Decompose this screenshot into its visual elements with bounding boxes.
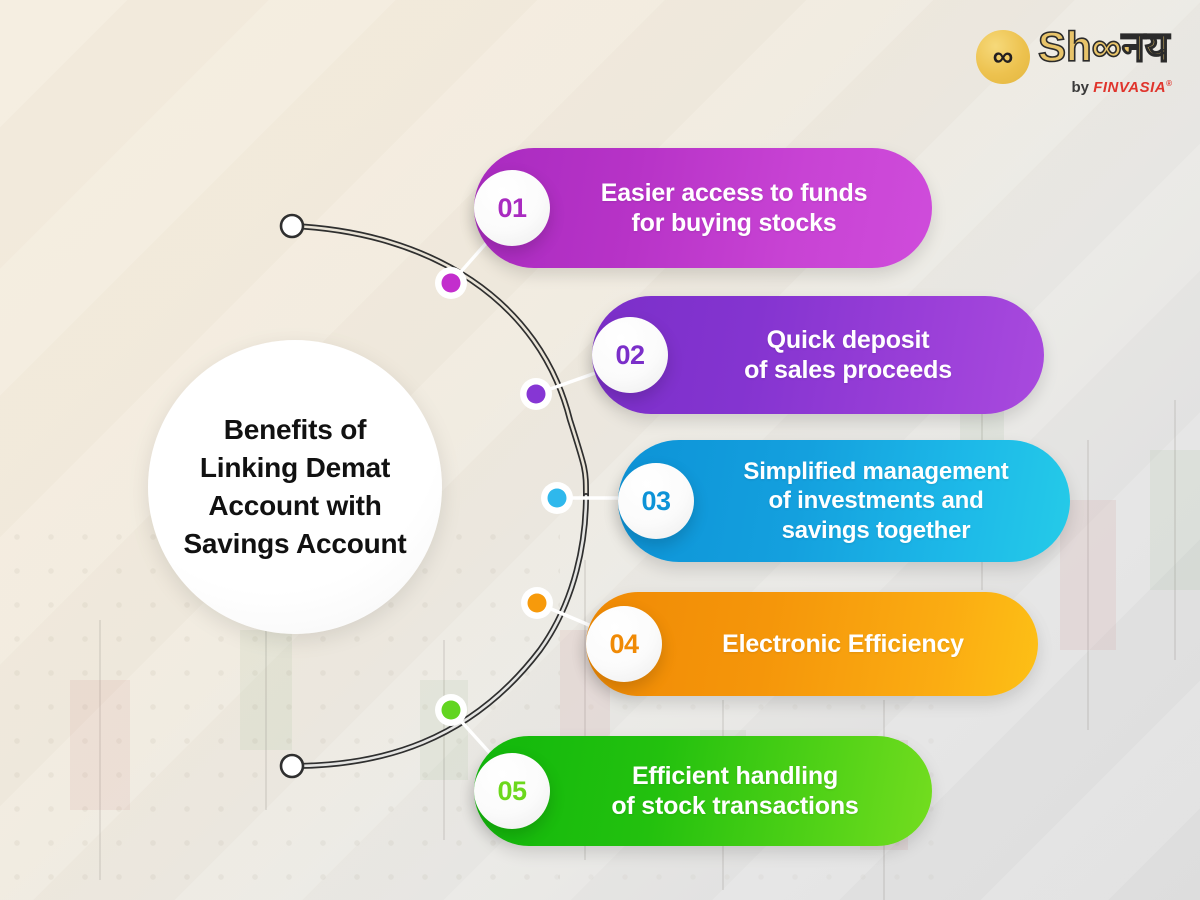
background-candlestick: [240, 580, 292, 810]
background-candlestick: [1150, 400, 1200, 660]
benefit-pill-05[interactable]: Efficient handling of stock transactions: [474, 736, 932, 846]
brand-byline: by FINVASIA®: [1072, 79, 1173, 96]
hub-inner-disc: Benefits of Linking Demat Account with S…: [148, 340, 442, 634]
registered-mark-icon: ®: [1166, 79, 1172, 88]
benefit-text-01: Easier access to funds for buying stocks: [600, 178, 868, 238]
benefit-row-04[interactable]: Electronic Efficiency 04: [586, 592, 1038, 696]
brand-logo: ∞ Sh∞नय by FINVASIA®: [960, 16, 1178, 110]
byline-prefix: by: [1071, 79, 1094, 96]
benefit-row-05[interactable]: Efficient handling of stock transactions…: [474, 736, 932, 846]
benefit-badge-02[interactable]: 02: [592, 317, 668, 393]
background-candlestick: [70, 620, 130, 880]
benefit-number-01: 01: [497, 192, 527, 223]
benefit-number-03: 03: [641, 485, 671, 516]
byline-brand: FINVASIA: [1093, 79, 1167, 96]
benefit-number-05: 05: [497, 775, 527, 806]
background-candlestick: [420, 640, 468, 840]
benefit-badge-01[interactable]: 01: [474, 170, 550, 246]
background-candlestick: [1060, 440, 1116, 730]
benefit-badge-03[interactable]: 03: [618, 463, 694, 539]
hub-circle: Benefits of Linking Demat Account with S…: [134, 326, 456, 648]
benefit-number-02: 02: [615, 339, 645, 370]
benefit-row-01[interactable]: Easier access to funds for buying stocks…: [474, 148, 932, 268]
benefit-text-03: Simplified management of investments and…: [743, 458, 1009, 544]
brand-wordmark: Sh∞नय: [1037, 23, 1170, 71]
benefit-text-04: Electronic Efficiency: [722, 629, 964, 658]
infinity-coin-icon: ∞: [976, 30, 1030, 84]
hub-title: Benefits of Linking Demat Account with S…: [183, 414, 407, 559]
benefit-text-05: Efficient handling of stock transactions: [611, 761, 859, 821]
benefit-badge-05[interactable]: 05: [474, 753, 550, 829]
benefit-number-04: 04: [609, 628, 639, 659]
benefit-text-02: Quick deposit of sales proceeds: [744, 325, 952, 385]
benefit-row-02[interactable]: Quick deposit of sales proceeds 02: [592, 296, 1044, 414]
benefit-pill-01[interactable]: Easier access to funds for buying stocks: [474, 148, 932, 268]
benefit-pill-03[interactable]: Simplified management of investments and…: [618, 440, 1070, 562]
benefit-row-03[interactable]: Simplified management of investments and…: [618, 440, 1070, 562]
benefit-badge-04[interactable]: 04: [586, 606, 662, 682]
